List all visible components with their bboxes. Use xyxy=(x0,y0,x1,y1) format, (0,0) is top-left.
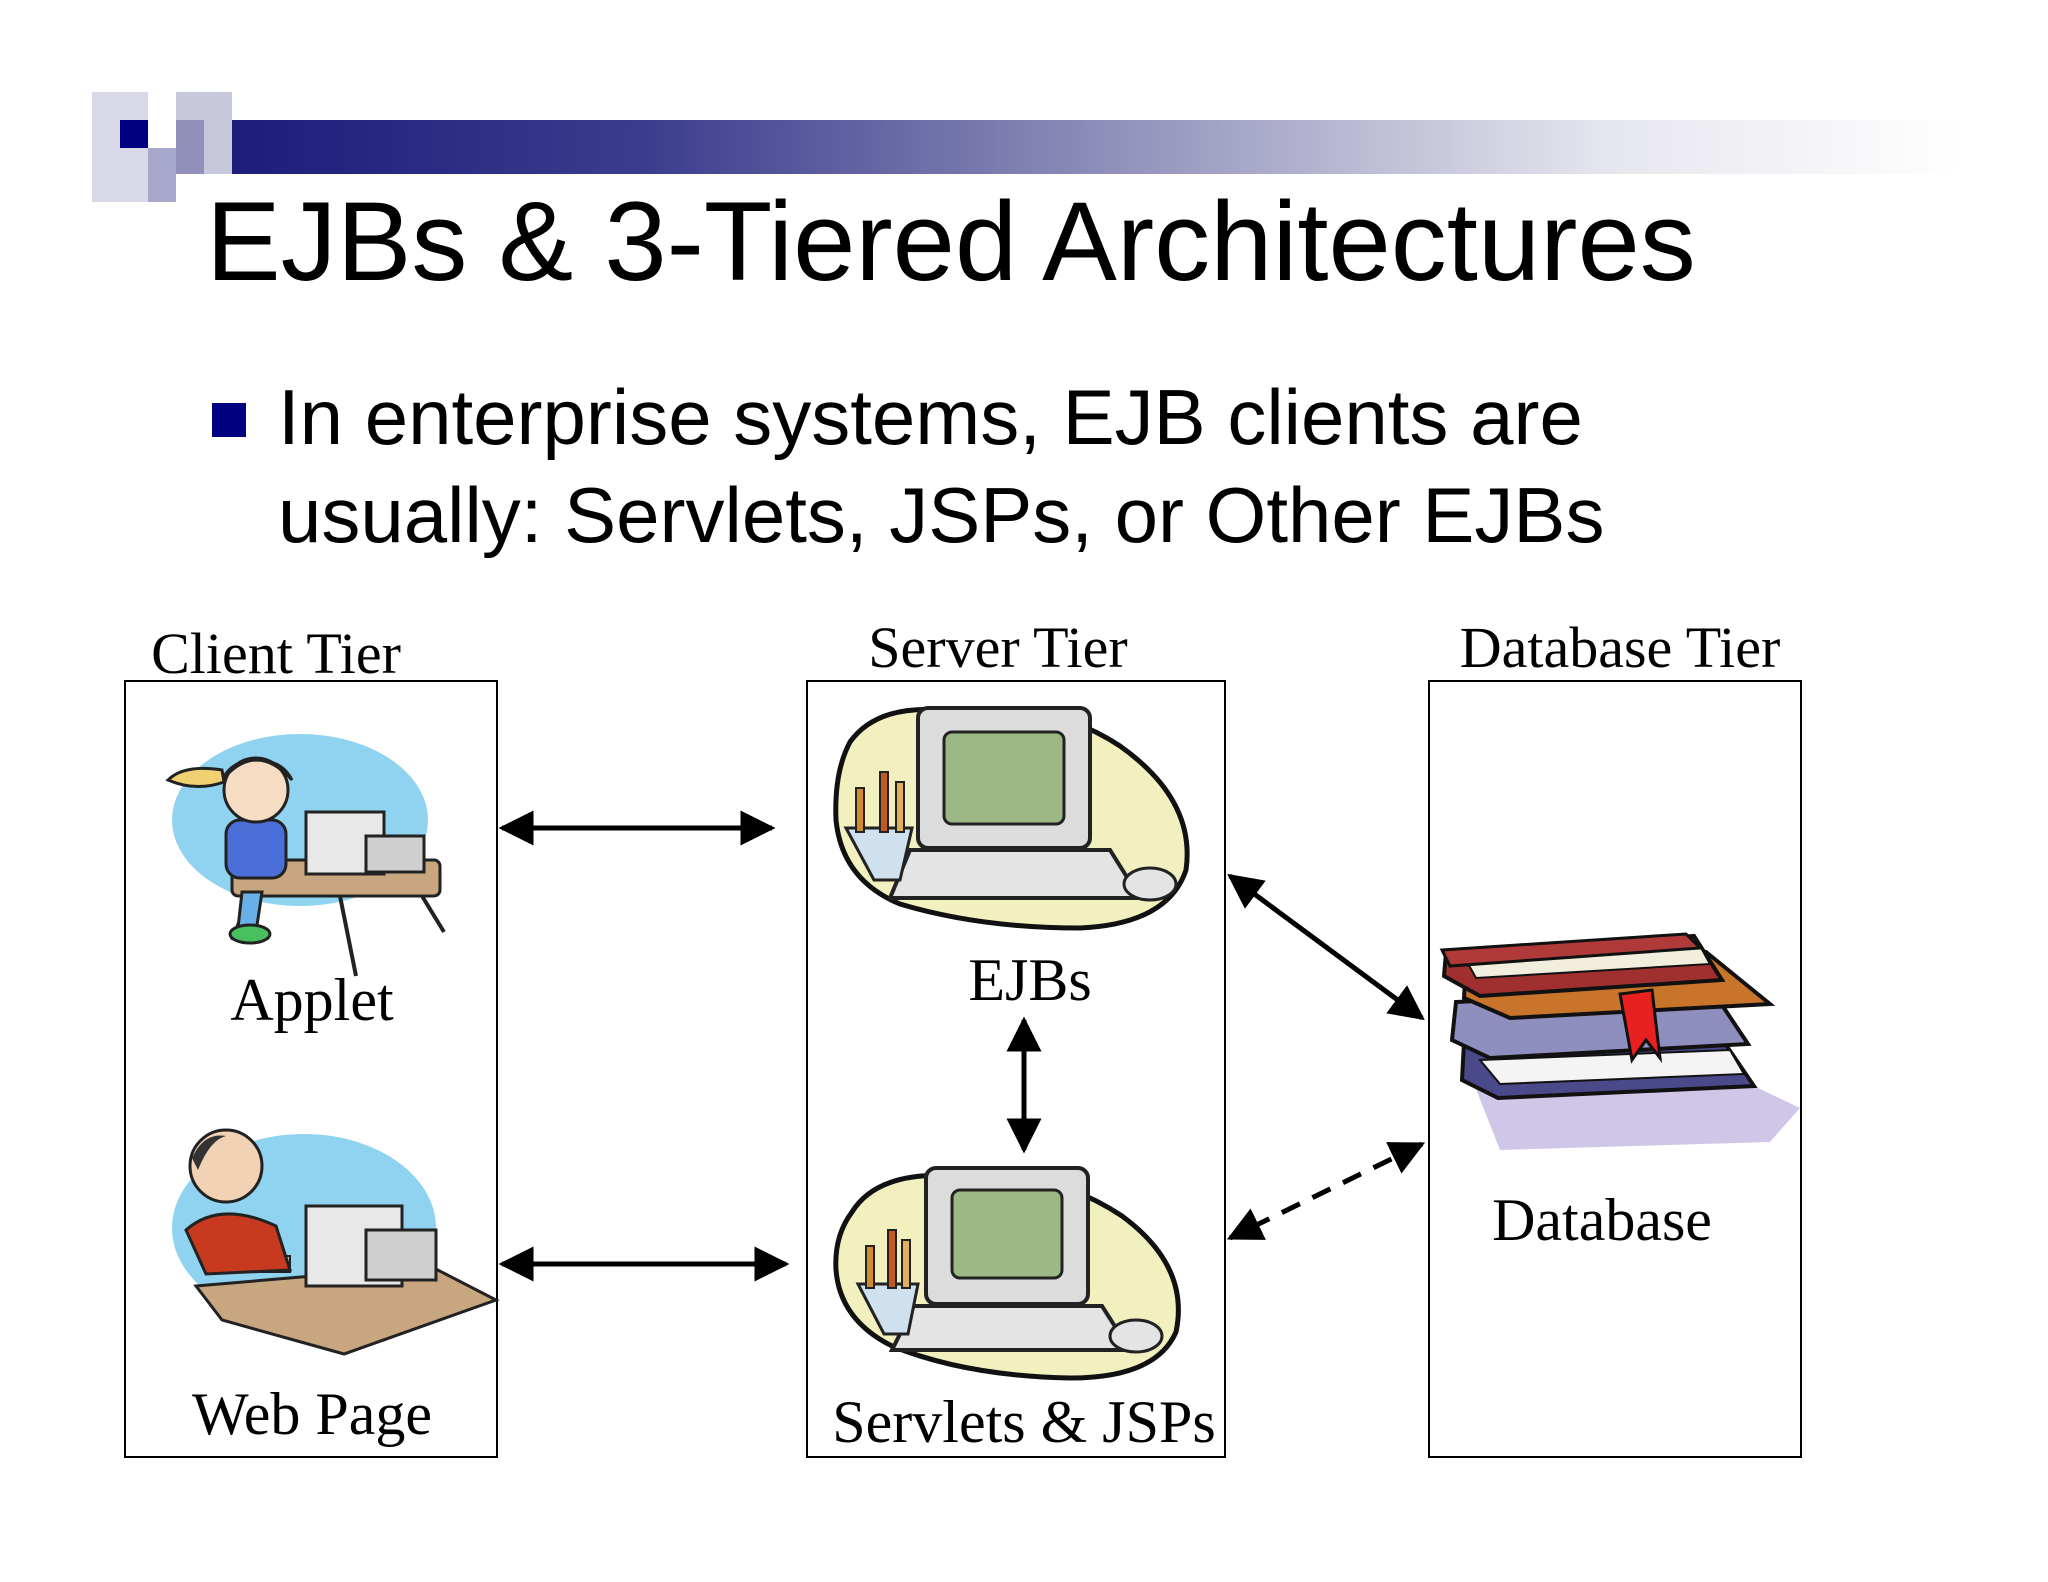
title-gradient-bar xyxy=(200,120,1960,174)
bullet-square xyxy=(212,403,246,437)
web-page-clipart xyxy=(172,1128,500,1356)
ejbs-clipart xyxy=(833,706,1190,931)
ejbs-label: EJBs xyxy=(968,947,1092,1013)
server-tier-box xyxy=(806,680,1226,1458)
database-label: Database xyxy=(1492,1187,1712,1253)
decor-square xyxy=(176,120,204,174)
web-page-label: Web Page xyxy=(191,1381,433,1447)
client-tier-label: Client Tier xyxy=(151,621,401,686)
servlets-jsps-label: Servlets & JSPs xyxy=(832,1389,1216,1455)
servlets-jsps-clipart xyxy=(833,1166,1181,1381)
database-clipart xyxy=(1439,932,1800,1150)
applet-clipart xyxy=(165,734,446,977)
decor-square xyxy=(120,120,148,148)
decor-square xyxy=(148,148,176,202)
ejbs-database-arrow xyxy=(1227,873,1425,1021)
bullet-text: In enterprise systems, EJB clients are u… xyxy=(278,373,1605,559)
database-tier-box xyxy=(1428,680,1802,1458)
client-tier-box xyxy=(124,680,498,1458)
database-servlets-dashed-arrow xyxy=(1226,1141,1426,1241)
server-tier-label: Server Tier xyxy=(868,615,1128,680)
slide-title: EJBs & 3-Tiered Architectures xyxy=(206,179,1696,304)
applet-label: Applet xyxy=(230,967,394,1033)
database-tier-label: Database Tier xyxy=(1459,615,1781,680)
